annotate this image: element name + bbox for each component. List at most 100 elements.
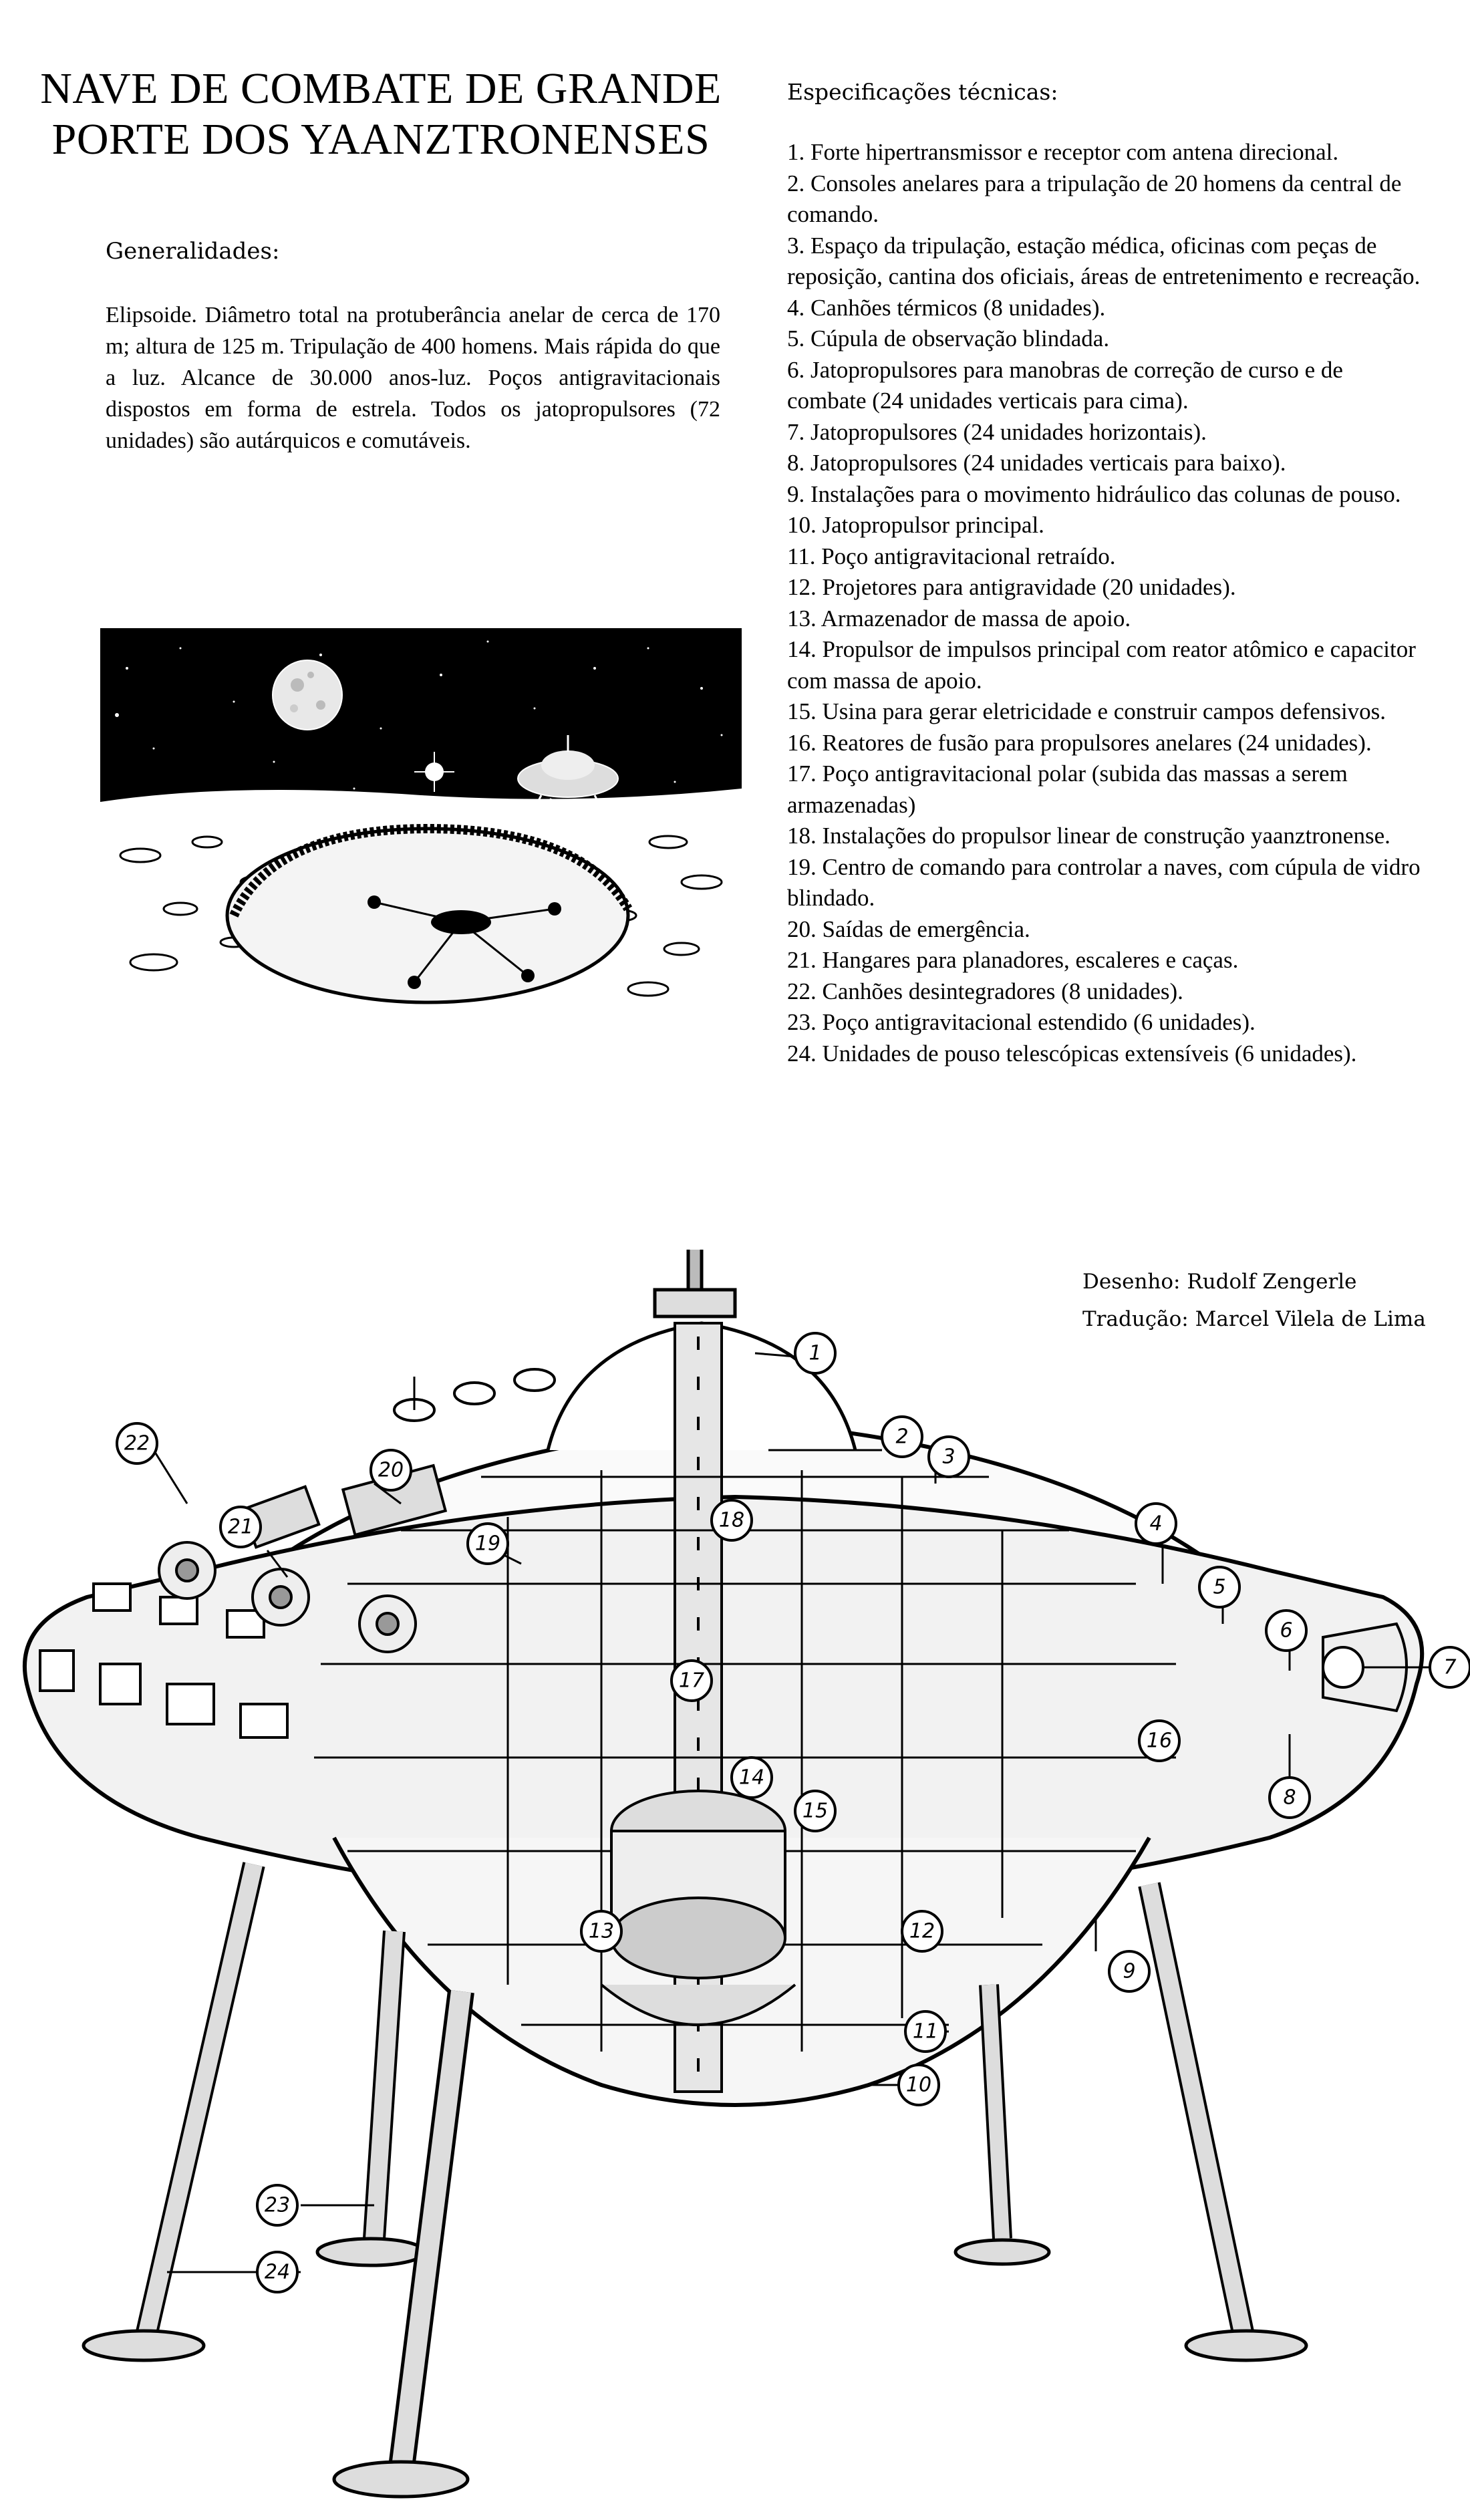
callout-circle <box>881 1415 923 1458</box>
callout-circle <box>794 1332 837 1375</box>
callout-number: 21 <box>228 1516 253 1539</box>
callout-circle <box>897 2064 940 2106</box>
callout-7: 7 <box>1429 1646 1470 1689</box>
callout-number: 4 <box>1149 1512 1162 1536</box>
callout-17: 17 <box>670 1659 713 1702</box>
spec-item: 20. Saídas de emergência. <box>787 916 1030 942</box>
callout-15: 15 <box>794 1790 837 1832</box>
callout-11: 11 <box>904 2010 947 2053</box>
callout-number: 12 <box>909 1920 935 1943</box>
spec-item: 17. Poço antigravitacional polar (subida… <box>787 760 1348 818</box>
callout-3: 3 <box>927 1435 970 1478</box>
callout-circle <box>794 1790 837 1832</box>
callout-18: 18 <box>710 1499 753 1542</box>
generalidades-heading: Generalidades: <box>106 238 280 265</box>
disintegrator-cannons <box>158 1541 417 1653</box>
credit-drawing: Desenho: Rudolf Zengerle <box>1082 1270 1357 1294</box>
credits: Desenho: Rudolf Zengerle Tradução: Marce… <box>1082 1263 1426 1338</box>
callout-circle <box>1108 1950 1151 1993</box>
callout-19: 19 <box>466 1522 509 1565</box>
space-scene-illustration <box>100 628 742 1029</box>
reactor-core <box>600 1790 796 2026</box>
callout-number: 1 <box>808 1342 821 1365</box>
callout-6: 6 <box>1265 1609 1308 1652</box>
callout-circle <box>927 1435 970 1478</box>
callout-4: 4 <box>1135 1502 1177 1545</box>
callout-8: 8 <box>1268 1776 1311 1819</box>
callout-24: 24 <box>256 2251 299 2293</box>
callout-22: 22 <box>116 1422 158 1465</box>
callout-number: 17 <box>679 1669 704 1693</box>
callout-number: 23 <box>265 2194 290 2217</box>
callout-number: 11 <box>913 2020 938 2044</box>
callout-number: 6 <box>1280 1619 1292 1643</box>
callout-number: 16 <box>1147 1729 1172 1753</box>
callout-circle <box>901 1910 943 1953</box>
callout-number: 22 <box>124 1432 150 1455</box>
callout-9: 9 <box>1108 1950 1151 1993</box>
title-line-2: PORTE DOS YAANZTRONENSES <box>51 115 710 164</box>
callout-16: 16 <box>1138 1719 1181 1762</box>
callout-circle <box>1198 1566 1241 1608</box>
callout-number: 20 <box>378 1459 404 1482</box>
callout-number: 18 <box>719 1509 744 1532</box>
moon-planet <box>272 660 343 730</box>
stars <box>115 640 723 790</box>
spec-item: 4. Canhões térmicos (8 unidades). <box>787 294 1106 321</box>
callout-21: 21 <box>219 1506 262 1548</box>
callout-number: 2 <box>895 1425 908 1449</box>
callout-1: 1 <box>794 1332 837 1375</box>
callout-circle <box>1138 1719 1181 1762</box>
callout-circle <box>1265 1609 1308 1652</box>
spec-item: 16. Reatores de fusão para propulsores a… <box>787 729 1372 756</box>
rim-windows <box>39 1582 289 1739</box>
spec-item: 8. Jatopropulsores (24 unidades verticai… <box>787 450 1286 476</box>
generalidades-text: Elipsoide. Diâmetro total na protuberânc… <box>106 303 720 453</box>
spec-item: 2. Consoles anelares para a tripulação d… <box>787 170 1402 228</box>
spec-item: 21. Hangares para planadores, escaleres … <box>787 947 1239 973</box>
callout-number: 5 <box>1213 1576 1225 1599</box>
spec-item: 19. Centro de comando para controlar a n… <box>787 853 1421 912</box>
credit-translation: Tradução: Marcel Vilela de Lima <box>1082 1307 1426 1331</box>
title-line-1: NAVE DE COMBATE DE GRANDE <box>40 64 722 113</box>
callout-circle <box>1429 1646 1470 1689</box>
spec-item: 24. Unidades de pouso telescópicas exten… <box>787 1040 1357 1067</box>
callout-circle <box>730 1756 773 1799</box>
callout-number: 8 <box>1283 1786 1296 1810</box>
callout-circle <box>904 2010 947 2053</box>
callout-number: 10 <box>906 2074 931 2097</box>
callout-13: 13 <box>580 1910 623 1953</box>
callout-circle <box>116 1422 158 1465</box>
spec-item: 13. Armazenador de massa de apoio. <box>787 605 1131 632</box>
specs-heading: Especificações técnicas: <box>787 79 1058 105</box>
callout-circle <box>710 1499 753 1542</box>
callout-number: 19 <box>475 1532 500 1556</box>
spec-item: 3. Espaço da tripulação, estação médica,… <box>787 232 1421 290</box>
callout-circle <box>219 1506 262 1548</box>
spec-item: 5. Cúpula de observação blindada. <box>787 325 1110 352</box>
callout-23: 23 <box>256 2184 299 2227</box>
callout-circle <box>1135 1502 1177 1545</box>
callout-circle <box>670 1659 713 1702</box>
callout-20: 20 <box>370 1449 412 1492</box>
callout-number: 14 <box>739 1766 764 1790</box>
callout-number: 7 <box>1443 1656 1456 1679</box>
callout-circle <box>256 2184 299 2227</box>
callout-circle <box>580 1910 623 1953</box>
spec-item: 18. Instalações do propulsor linear de c… <box>787 823 1390 849</box>
spec-item: 11. Poço antigravitacional retraído. <box>787 543 1116 569</box>
spec-item: 6. Jatopropulsores para manobras de corr… <box>787 356 1343 414</box>
landing-legs <box>82 1862 1308 2499</box>
spec-item: 10. Jatopropulsor principal. <box>787 512 1044 538</box>
callout-12: 12 <box>901 1910 943 1953</box>
callout-10: 10 <box>897 2064 940 2106</box>
callout-circle <box>256 2251 299 2293</box>
bright-star <box>414 752 454 792</box>
spec-item: 7. Jatopropulsores (24 unidades horizont… <box>787 418 1207 445</box>
callout-number: 9 <box>1123 1960 1135 1983</box>
callout-number: 24 <box>265 2261 290 2284</box>
spec-item: 15. Usina para gerar eletricidade e cons… <box>787 698 1386 724</box>
callout-number: 13 <box>589 1920 614 1943</box>
specs-list: 1. Forte hipertransmissor e receptor com… <box>787 137 1425 1069</box>
